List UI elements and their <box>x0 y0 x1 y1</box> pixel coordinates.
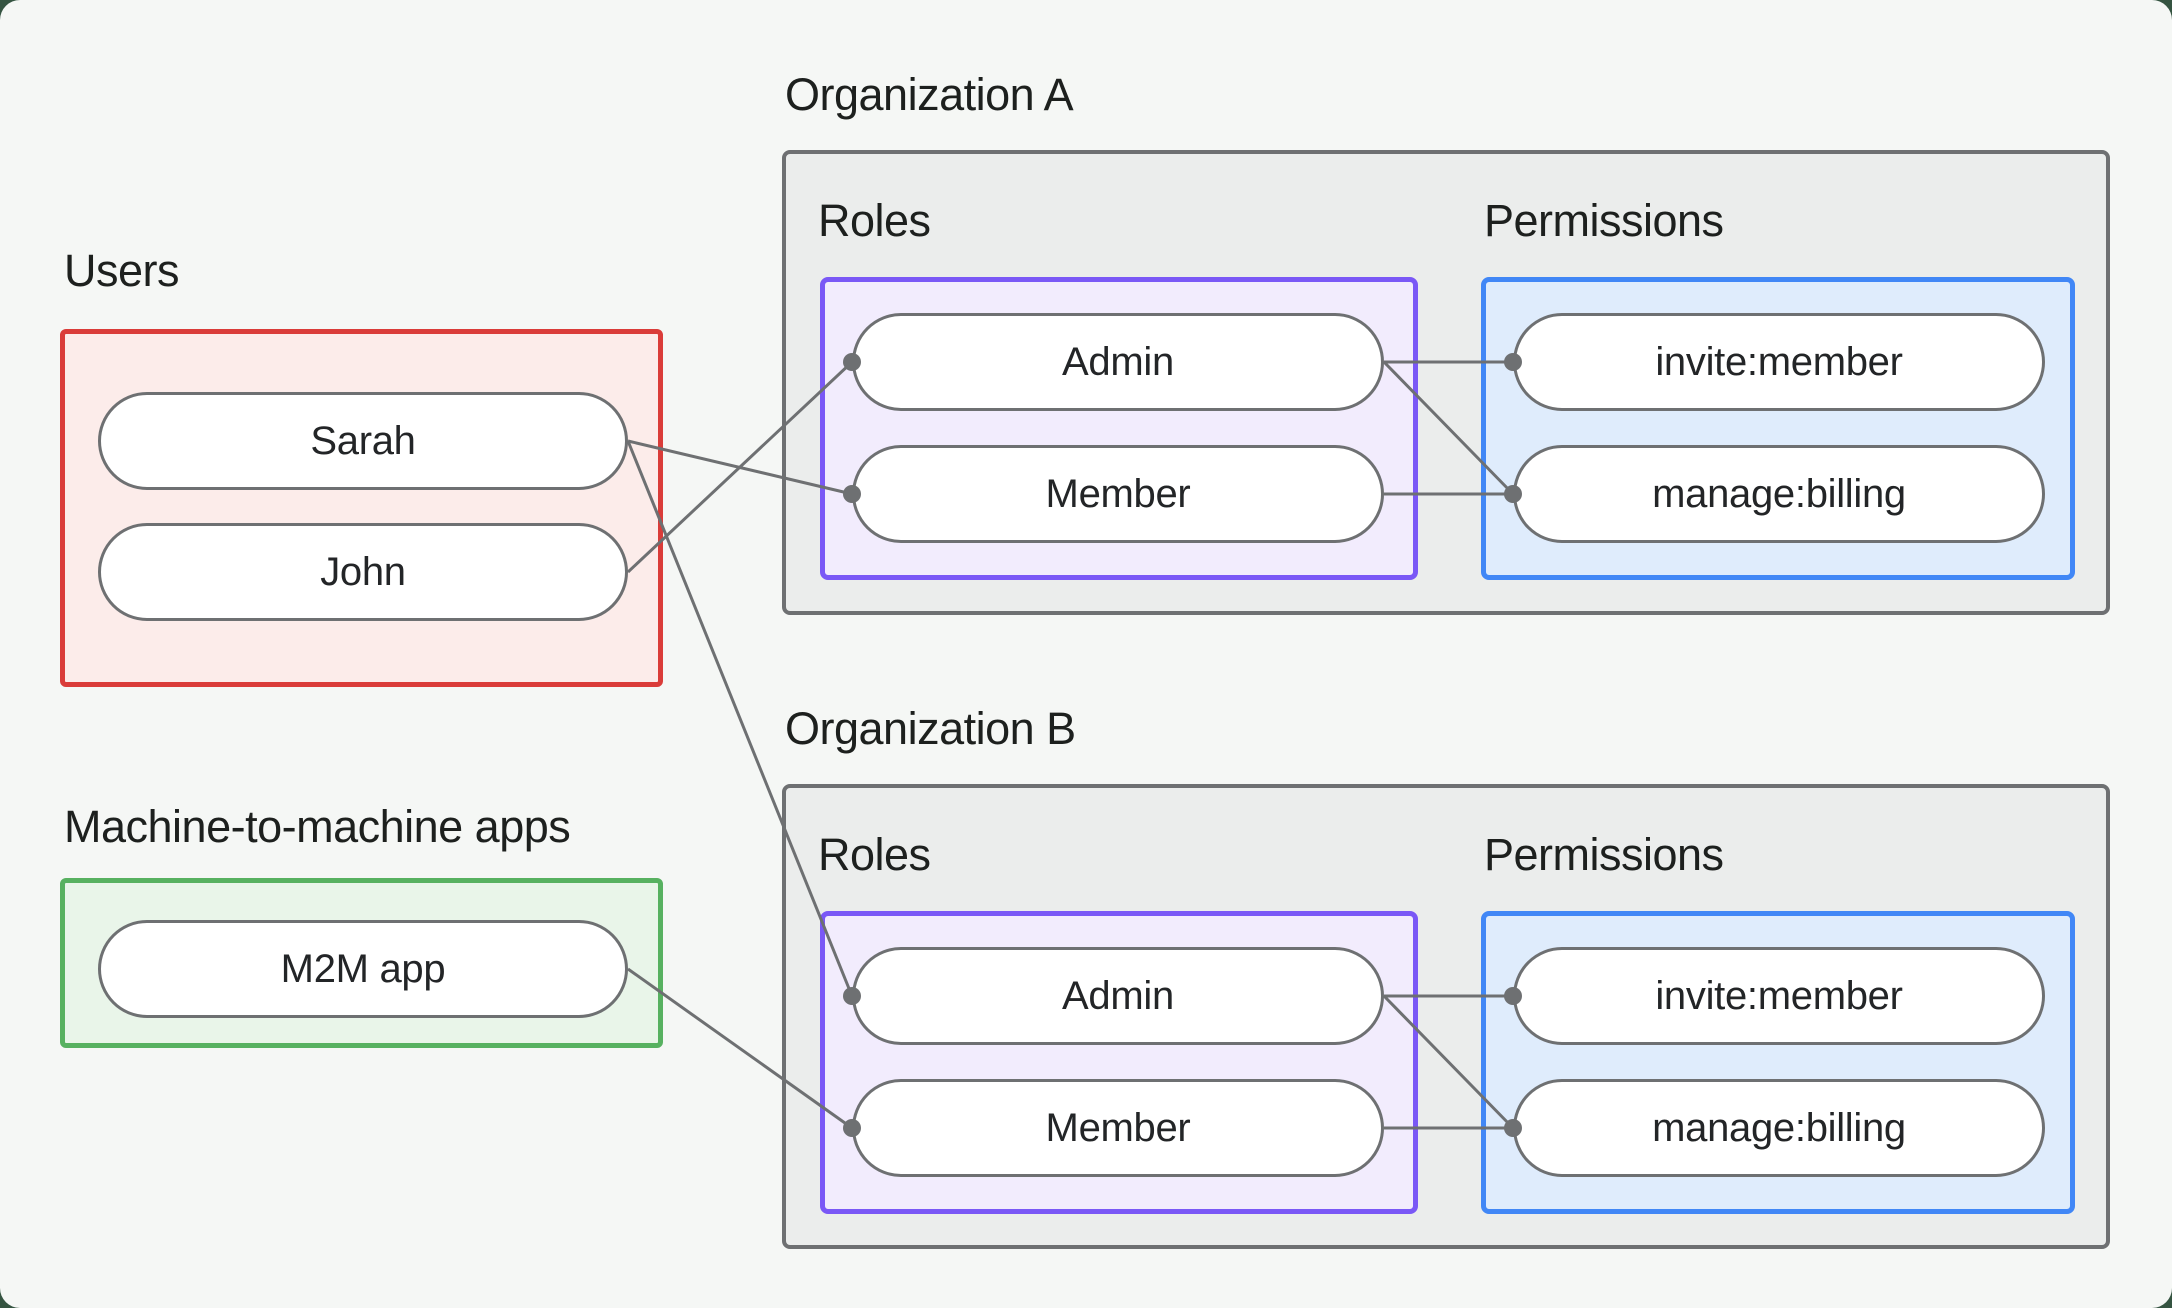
org-a-role-admin: Admin <box>852 313 1384 411</box>
org-a-permission-manage-billing: manage:billing <box>1513 445 2045 543</box>
user-node-john: John <box>98 523 628 621</box>
org-a-permissions-label: Permissions <box>1484 195 1724 246</box>
m2m-app-node: M2M app <box>98 920 628 1018</box>
m2m-group-label: Machine-to-machine apps <box>64 801 571 852</box>
org-a-permission-invite-member: invite:member <box>1513 313 2045 411</box>
user-node-sarah: Sarah <box>98 392 628 490</box>
org-b-permission-manage-billing: manage:billing <box>1513 1079 2045 1177</box>
org-b-permission-invite-member: invite:member <box>1513 947 2045 1045</box>
org-a-roles-label: Roles <box>818 195 931 246</box>
users-group-label: Users <box>64 245 180 296</box>
org-b-title: Organization B <box>785 703 1076 754</box>
org-b-roles-label: Roles <box>818 829 931 880</box>
org-b-permissions-label: Permissions <box>1484 829 1724 880</box>
org-b-role-member: Member <box>852 1079 1384 1177</box>
org-a-title: Organization A <box>785 69 1074 120</box>
users-group-box <box>60 329 663 687</box>
org-a-role-member: Member <box>852 445 1384 543</box>
org-b-role-admin: Admin <box>852 947 1384 1045</box>
